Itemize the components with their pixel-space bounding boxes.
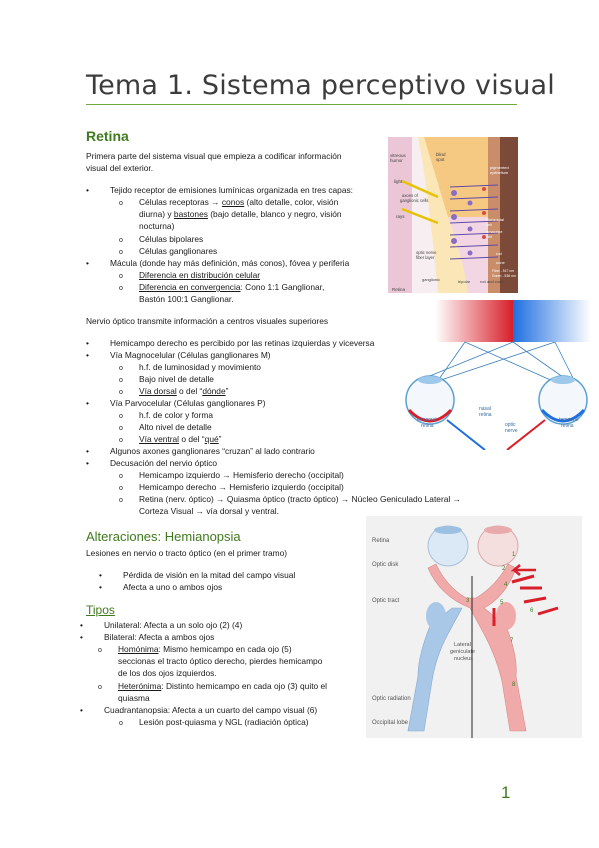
- list-item: Tejido receptor de emisiones lumínicas o…: [86, 185, 353, 197]
- figure-label: nerve: [505, 428, 518, 434]
- figure-label: Fiber - 517 nm: [492, 269, 514, 273]
- retina-intro-line-1: Primera parte del sistema visual que emp…: [86, 151, 342, 161]
- figure-label: axons of: [402, 193, 419, 198]
- figure-label: blind: [436, 152, 446, 157]
- list-item: Vía Parvocelular (Células ganglionares P…: [86, 398, 266, 410]
- figure-label: temporal: [417, 417, 436, 423]
- list-item-continuation: Bastón 100:1 Ganglionar.: [139, 294, 234, 304]
- lesion-number: 6: [530, 608, 534, 614]
- figure-label: cell: [486, 222, 492, 227]
- heading-alteraciones: Alteraciones: Hemianopsia: [86, 529, 241, 544]
- list-item: h.f. de luminosidad y movimiento: [119, 362, 261, 374]
- list-item: Mácula (donde hay más definición, más co…: [86, 258, 349, 270]
- figure-label: Green - 536 nm: [492, 274, 516, 278]
- list-item: h.f. de color y forma: [119, 410, 213, 422]
- figure-label: rod and cone: [480, 279, 504, 284]
- figure-label: humor: [390, 158, 403, 163]
- figure-label: geniculate: [450, 649, 475, 655]
- figure-label: spot: [436, 157, 445, 162]
- figure-label: ganglionic cells: [400, 198, 428, 203]
- lesion-number: 3: [466, 598, 470, 604]
- list-item: Bilateral: Afecta a ambos ojos: [80, 632, 214, 644]
- figure-label: Optic tract: [372, 598, 400, 604]
- figure-label: ganglionic: [422, 277, 440, 282]
- figure-label: fiber layer: [416, 255, 435, 260]
- list-item: Afecta a uno o ambos ojos: [99, 582, 222, 594]
- figure-label: bipolar: [458, 279, 471, 284]
- list-item: Vía ventral o del “qué”: [119, 434, 222, 446]
- list-item-continuation: seccionas el tracto óptico derecho, pier…: [118, 656, 323, 666]
- list-item: Lesión post-quiasma y NGL (radiación ópt…: [119, 717, 309, 729]
- figure-label: rays: [396, 214, 405, 219]
- list-item: Diferencia en distribución celular: [119, 270, 260, 282]
- title-underline: [86, 104, 517, 105]
- figure-label: epithelium: [490, 170, 509, 175]
- heading-retina: Retina: [86, 128, 129, 144]
- list-item: Células ganglionares: [119, 246, 217, 258]
- list-item-continuation: quiasma: [118, 693, 150, 703]
- lesion-number: 7: [510, 638, 514, 644]
- figure-label: Retina: [392, 287, 406, 292]
- figure-label: retina: [421, 423, 434, 429]
- figure-label: optic: [505, 422, 516, 428]
- list-item: Homónima: Mismo hemicampo en cada ojo (5…: [98, 644, 292, 656]
- figure-label: Lateral: [454, 642, 471, 648]
- list-item: Células receptoras → conos (alto detalle…: [119, 197, 338, 209]
- list-item: Unilateral: Afecta a un solo ojo (2) (4): [80, 620, 242, 632]
- visual-pathway-lesions-figure: Retina Optic disk Optic tract Lateral ge…: [366, 516, 582, 738]
- retina-layers-figure: vitreous humor blind spot light axons of…: [388, 137, 518, 293]
- heading-tipos: Tipos: [86, 603, 115, 617]
- figure-label: rod: [496, 251, 502, 256]
- list-item: Heterónima: Distinto hemicampo en cada o…: [98, 681, 327, 693]
- list-item: Alto nivel de detalle: [119, 422, 212, 434]
- list-item-continuation: nocturna): [139, 221, 175, 231]
- retina-intro-line-2: visual del exterior.: [86, 163, 154, 173]
- list-item: Hemicampo derecho → Hemisferio izquierdo…: [119, 482, 344, 494]
- list-item: Pérdida de visión en la mitad del campo …: [99, 570, 295, 582]
- lesion-number: 4: [504, 582, 508, 588]
- list-item: Cuadrantanopsia: Afecta a un cuarto del …: [80, 705, 317, 717]
- lesion-number: 2: [502, 566, 506, 572]
- figure-label: pigmented: [490, 165, 509, 170]
- figure-label: light: [394, 179, 403, 184]
- figure-label: Optic disk: [372, 562, 399, 568]
- list-item: Vía Magnocelular (Células ganglionares M…: [86, 350, 271, 362]
- list-item-continuation: diurna) y bastones (bajo detalle, blanco…: [139, 209, 342, 219]
- page-number: 1: [501, 783, 511, 802]
- list-item: Hemicampo izquierdo → Hemisferio derecho…: [119, 470, 344, 482]
- figure-label: Occipital lobe: [372, 720, 409, 726]
- figure-label: temporal: [559, 417, 578, 423]
- list-item: Hemicampo derecho es percibido por las r…: [86, 338, 374, 350]
- lesion-number: 8: [512, 682, 516, 688]
- nervio-optico-text: Nervio óptico transmite información a ce…: [86, 316, 329, 326]
- figure-label: cone: [496, 260, 505, 265]
- figure-label: Retina: [372, 538, 390, 544]
- list-item: Decusación del nervio óptico: [86, 458, 217, 470]
- lesion-number: 5: [500, 600, 504, 606]
- list-item: Diferencia en convergencia: Cono 1:1 Gan…: [119, 282, 324, 294]
- list-item-continuation: Corteza Visual → vía dorsal y ventral.: [139, 506, 279, 516]
- list-item: Bajo nivel de detalle: [119, 374, 214, 386]
- figure-label: optic nerve: [416, 250, 437, 255]
- figure-label: nucleus: [454, 656, 473, 662]
- figure-label: retina: [479, 412, 492, 418]
- list-item-continuation: de los dos ojos izquierdos.: [118, 668, 217, 678]
- list-item: Algunos axones ganglionares “cruzan” al …: [86, 446, 315, 458]
- figure-label: nasal: [479, 406, 491, 412]
- figure-label: vitreous: [390, 153, 407, 158]
- list-item: Células bipolares: [119, 234, 203, 246]
- figure-label: cell: [486, 234, 492, 239]
- figure-label: Horizontal: [486, 217, 504, 222]
- lesiones-text: Lesiones en nervio o tracto óptico (en e…: [86, 548, 288, 558]
- figure-label: amacrine: [486, 229, 503, 234]
- page-title: Tema 1. Sistema perceptivo visual: [86, 70, 555, 101]
- list-item: Retina (nerv. óptico) → Quiasma óptico (…: [119, 494, 461, 506]
- lesion-number: 1: [512, 552, 516, 558]
- figure-label: retina: [561, 423, 574, 429]
- list-item: Vía dorsal o del “dónde”: [119, 386, 229, 398]
- figure-label: Optic radiation: [372, 696, 411, 702]
- visual-field-eyes-figure: temporal retina nasal retina optic nerve…: [405, 300, 591, 450]
